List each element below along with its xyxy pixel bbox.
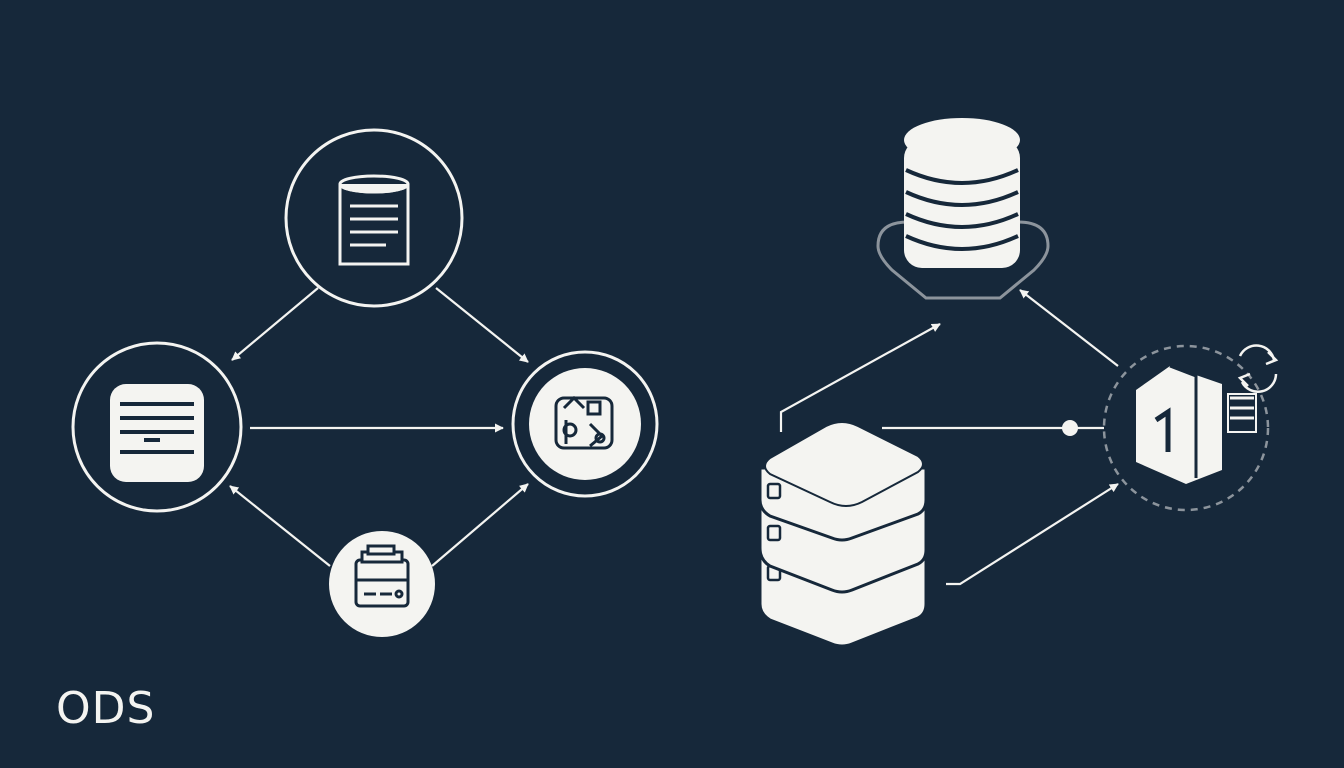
file-drawer-icon (354, 544, 410, 608)
server-stack-icon (758, 421, 928, 648)
edge-top-to-right (435, 287, 529, 363)
node-top (284, 128, 464, 308)
cube-app-icon (1136, 364, 1257, 484)
edge-servers-to-app (946, 483, 1119, 586)
right-edges (779, 289, 1119, 586)
edge-bottom-to-right (431, 483, 529, 567)
node-app (1102, 344, 1279, 512)
node-database (876, 118, 1050, 300)
left-diagram (71, 128, 659, 637)
puzzle-gear-icon (554, 395, 614, 450)
connector-dot (1062, 420, 1078, 436)
database-stack-icon (110, 384, 204, 482)
node-left (71, 341, 243, 513)
left-edges (229, 287, 529, 567)
node-right (511, 350, 659, 498)
edge-servers-to-database (779, 323, 941, 432)
sync-icon (1237, 344, 1279, 393)
edge-bottom-to-left (229, 485, 331, 567)
database-document-icon (338, 174, 410, 266)
right-diagram (758, 118, 1279, 648)
node-bottom (329, 531, 435, 637)
edge-app-to-database (1019, 289, 1119, 367)
caption-label: ODS (56, 683, 156, 734)
database-cylinder-icon (904, 118, 1020, 268)
edge-top-to-left (231, 287, 319, 361)
node-servers (758, 421, 928, 648)
